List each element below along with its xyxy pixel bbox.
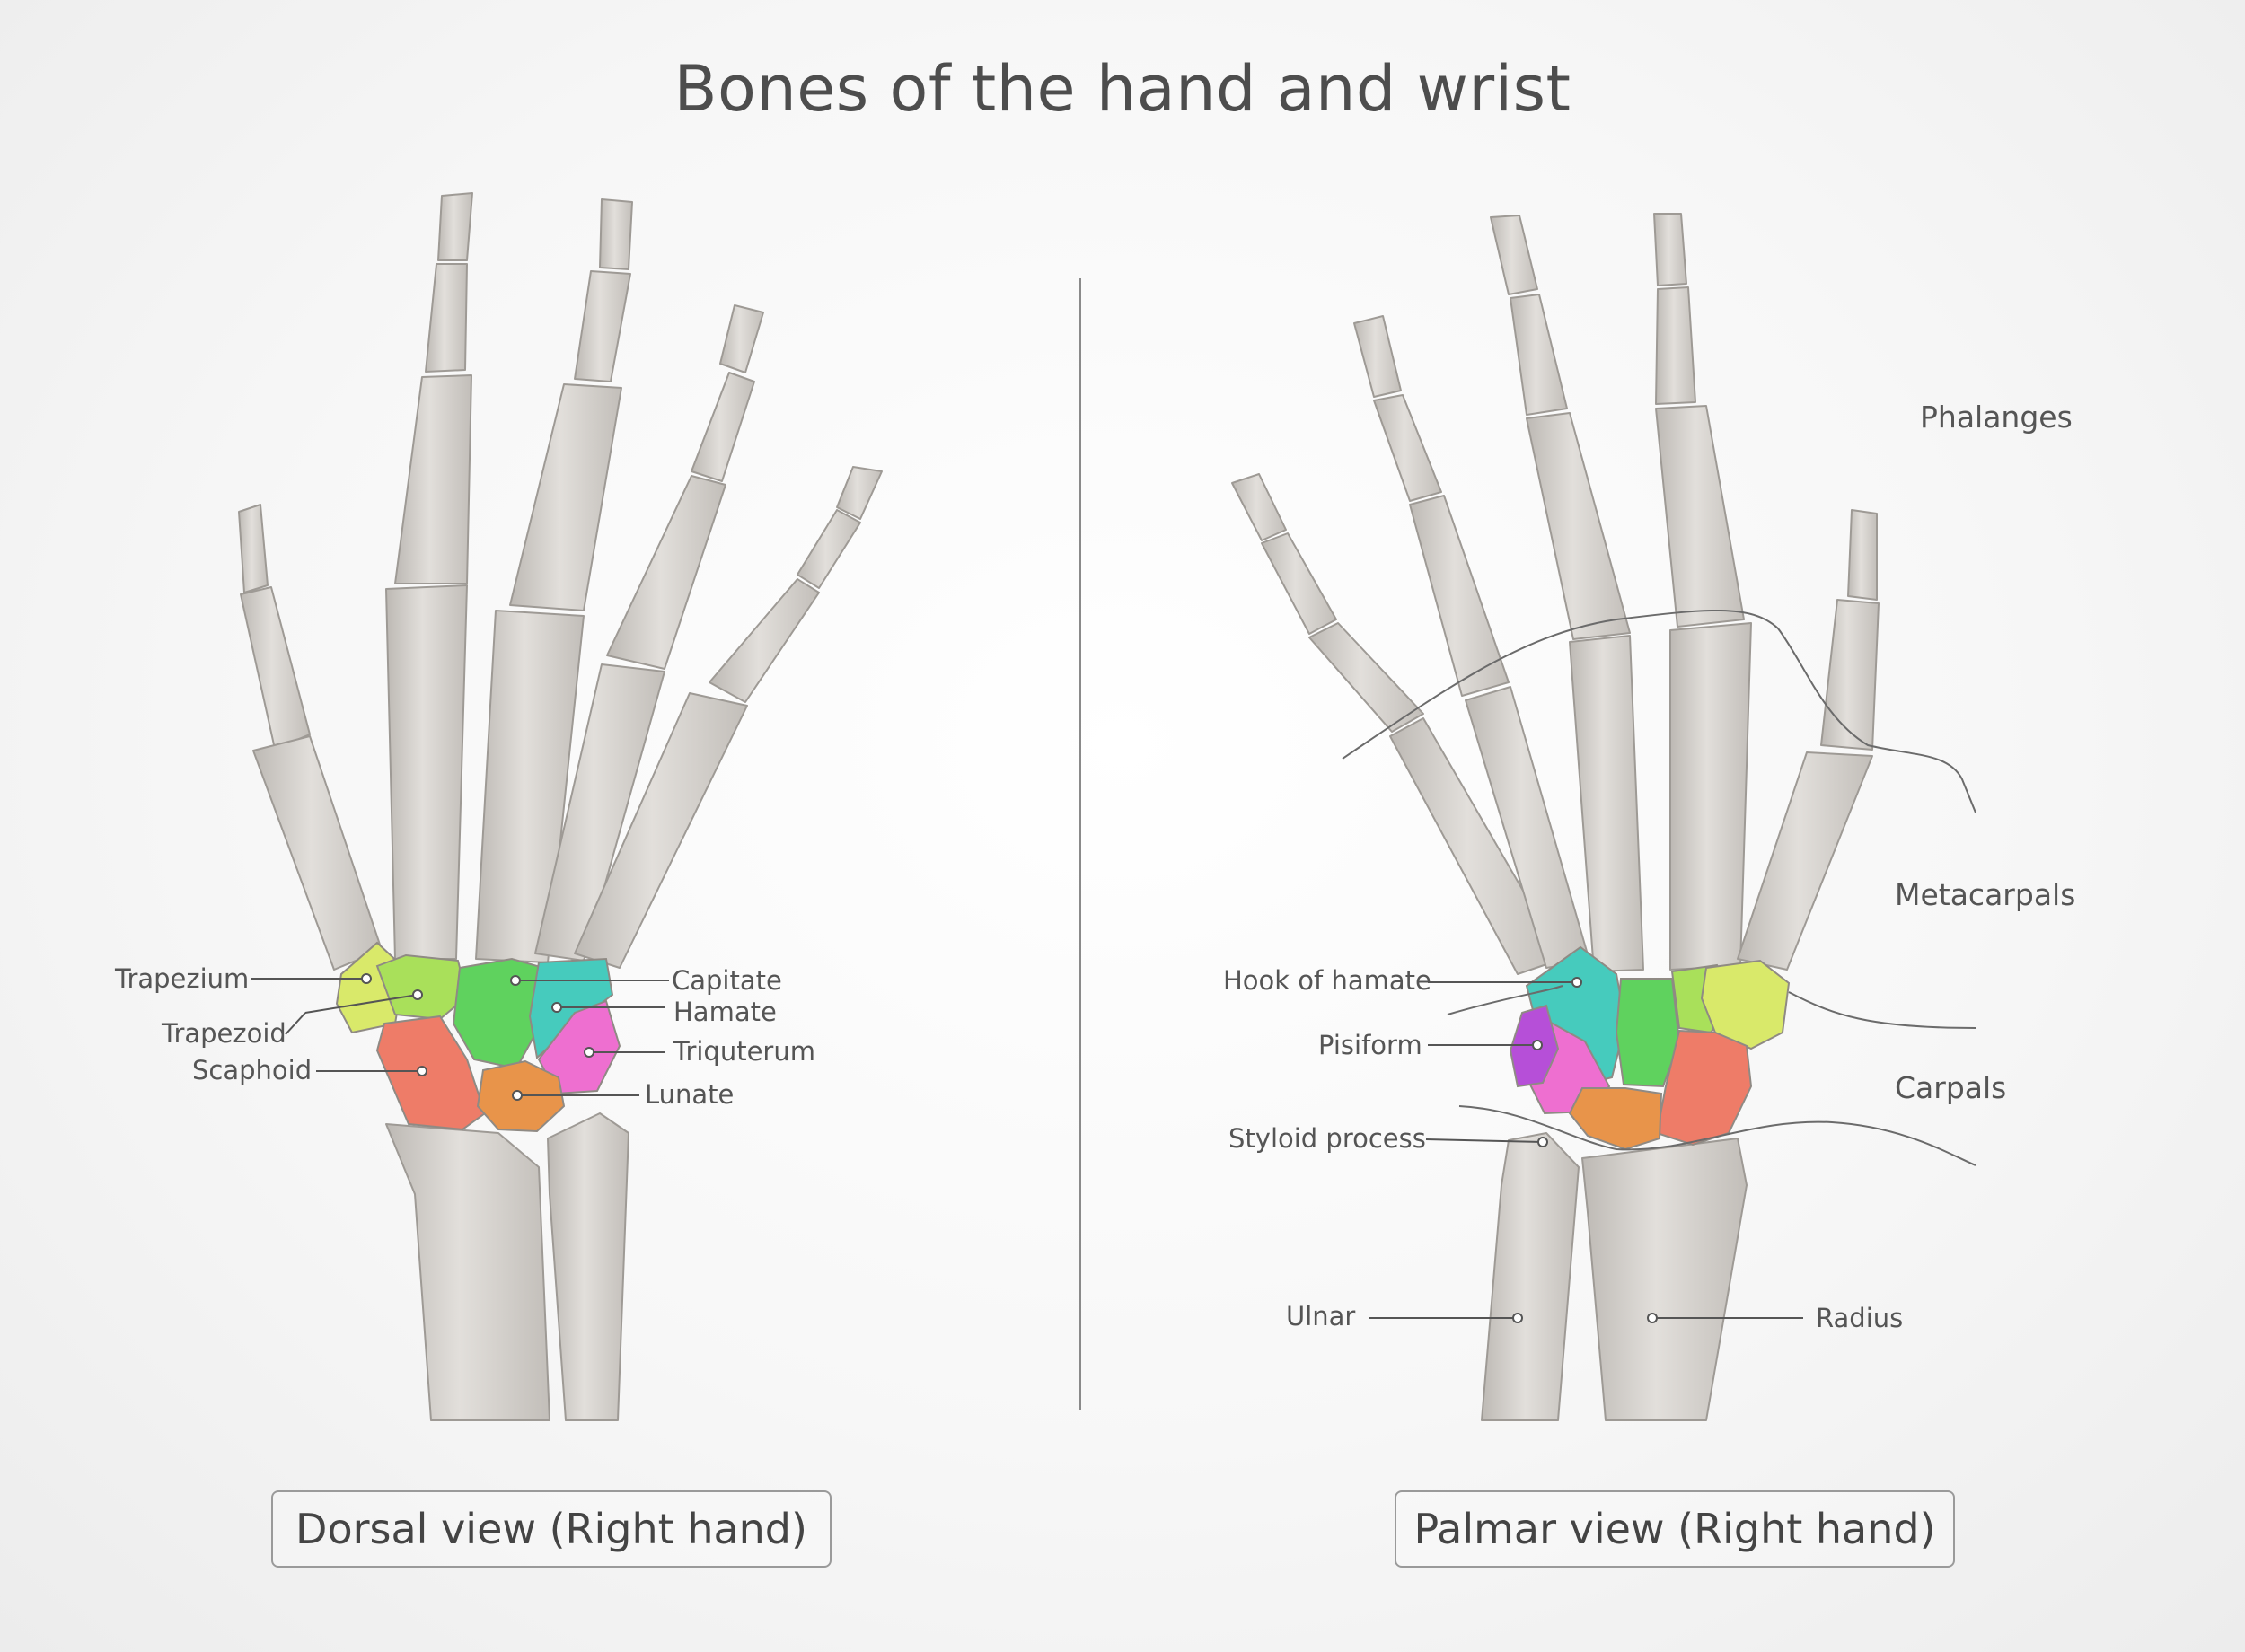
dorsal-ring-middle xyxy=(691,372,755,482)
dorsal-thumb-proximal xyxy=(240,586,311,750)
dorsal-view-caption: Dorsal view (Right hand) xyxy=(271,1490,832,1568)
palmar-leaders xyxy=(1369,977,1803,1323)
dorsal-thumb-distal xyxy=(238,504,269,593)
label-triquetrum: Triquterum xyxy=(674,1036,815,1067)
label-scaphoid: Scaphoid xyxy=(192,1055,313,1085)
palmar-trapezium xyxy=(1700,959,1791,1050)
label-trapezium: Trapezium xyxy=(115,963,250,994)
dorsal-ulna xyxy=(547,1112,629,1421)
page-title: Bones of the hand and wrist xyxy=(674,52,1572,126)
dorsal-index-proximal xyxy=(394,374,472,584)
dorsal-carpals xyxy=(335,941,621,1133)
label-hook-of-hamate: Hook of hamate xyxy=(1223,965,1431,996)
palmar-radius xyxy=(1581,1138,1748,1421)
palmar-lunate xyxy=(1568,1087,1663,1151)
palmar-ulna xyxy=(1481,1132,1580,1421)
palmar-middle-proximal xyxy=(1526,412,1631,640)
label-hamate: Hamate xyxy=(674,997,777,1027)
palmar-thumb-metacarpal xyxy=(1737,751,1873,971)
palmar-hand xyxy=(1231,213,1880,1421)
palmar-middle-middle xyxy=(1510,294,1568,416)
palmar-middle-distal xyxy=(1490,215,1538,295)
palmar-index-proximal xyxy=(1655,405,1745,628)
label-carpals: Carpals xyxy=(1895,1070,2007,1105)
palmar-capitate xyxy=(1615,978,1681,1088)
dorsal-little-middle xyxy=(797,509,861,589)
dorsal-radius xyxy=(385,1123,550,1421)
palmar-view-caption: Palmar view (Right hand) xyxy=(1395,1490,1955,1568)
dorsal-index-metacarpal xyxy=(385,584,468,960)
label-lunate: Lunate xyxy=(645,1079,735,1110)
dorsal-triquetrum xyxy=(537,999,621,1095)
palmar-ring-middle xyxy=(1373,394,1442,502)
label-ulnar: Ulnar xyxy=(1286,1301,1356,1331)
palmar-little-proximal xyxy=(1308,622,1424,733)
dorsal-little-proximal xyxy=(709,578,820,703)
palmar-thumb-proximal xyxy=(1820,599,1880,751)
palmar-thumb-distal xyxy=(1847,509,1878,601)
dorsal-leaders xyxy=(251,973,669,1101)
label-pisiform: Pisiform xyxy=(1318,1030,1422,1060)
label-capitate: Capitate xyxy=(672,965,782,996)
dorsal-capitate xyxy=(452,957,551,1070)
palmar-scaphoid xyxy=(1655,1029,1753,1147)
palmar-region-curves xyxy=(1342,610,1976,1166)
label-radius: Radius xyxy=(1816,1303,1904,1333)
label-phalanges: Phalanges xyxy=(1920,400,2073,435)
palmar-index-distal xyxy=(1653,213,1687,286)
palmar-little-middle xyxy=(1261,532,1337,635)
palmar-index-middle xyxy=(1655,286,1696,405)
dorsal-ring-proximal xyxy=(606,475,726,670)
dorsal-ring-distal xyxy=(719,304,764,373)
dorsal-hand xyxy=(238,192,883,1421)
dorsal-scaphoid xyxy=(375,1015,487,1131)
palmar-index-metacarpal xyxy=(1669,622,1752,971)
dorsal-little-distal xyxy=(836,466,883,520)
dorsal-middle-proximal xyxy=(509,383,622,611)
label-styloid-process: Styloid process xyxy=(1228,1123,1426,1154)
dorsal-thumb-metacarpal xyxy=(252,735,383,971)
label-trapezoid: Trapezoid xyxy=(162,1018,286,1049)
dorsal-little-metacarpal xyxy=(574,692,748,969)
dorsal-index-distal xyxy=(437,192,473,261)
dorsal-middle-middle xyxy=(574,270,631,382)
dorsal-index-middle xyxy=(425,263,468,373)
palmar-little-distal xyxy=(1231,473,1287,541)
palmar-carpals xyxy=(1509,945,1791,1151)
label-metacarpals: Metacarpals xyxy=(1895,877,2076,912)
dorsal-middle-distal xyxy=(599,198,633,270)
palmar-ring-distal xyxy=(1353,315,1402,398)
palmar-middle-metacarpal xyxy=(1569,635,1644,972)
palmar-ring-proximal xyxy=(1409,495,1510,697)
